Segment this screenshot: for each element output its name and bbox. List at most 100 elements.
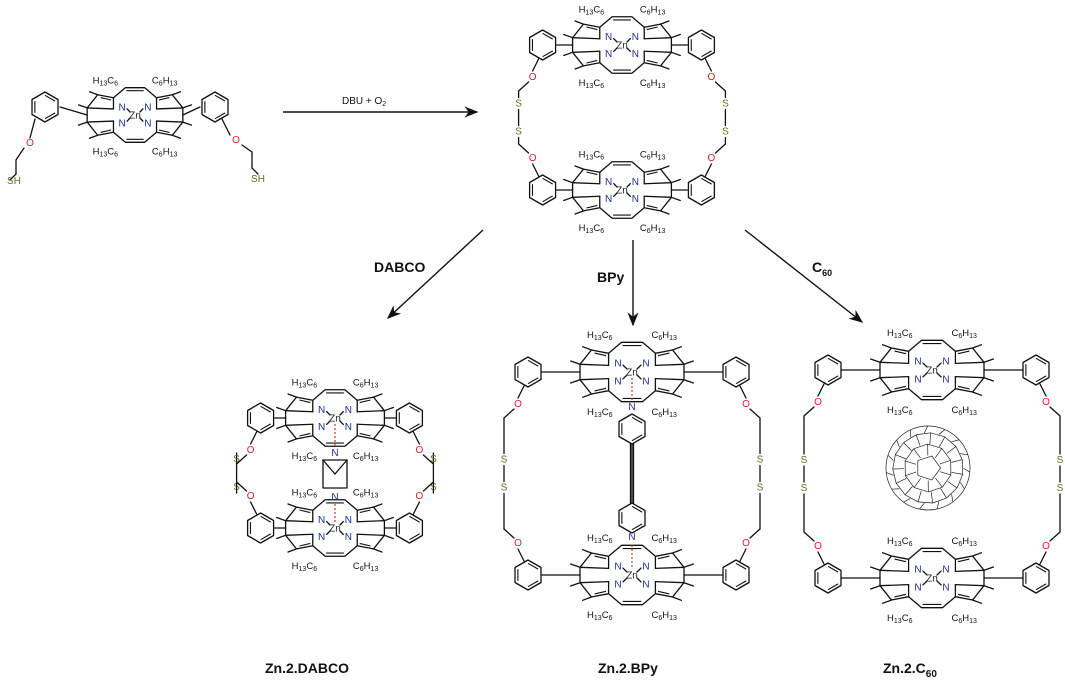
hexyl-label: H13C6	[292, 451, 318, 463]
bond	[904, 486, 913, 496]
bond	[517, 143, 530, 154]
bond	[935, 477, 943, 488]
bond	[586, 26, 598, 31]
hexyl-label: H13C6	[579, 150, 605, 162]
sulfur-atom: S	[757, 455, 764, 466]
hexyl-label: C6H13	[652, 610, 678, 622]
bond	[542, 32, 554, 40]
bond	[881, 552, 893, 557]
bond	[260, 423, 272, 431]
zinc-atom: Zn	[926, 366, 938, 377]
bond	[563, 178, 574, 184]
oxygen-atom: O	[26, 138, 34, 149]
bond	[158, 97, 170, 101]
bond	[954, 569, 985, 573]
bond	[581, 549, 593, 554]
bond	[613, 182, 618, 188]
nitrogen-atom: N	[331, 448, 338, 459]
bond	[155, 120, 184, 123]
bond	[622, 567, 628, 573]
phenyl-ring	[528, 174, 557, 206]
bond	[622, 364, 628, 370]
bond	[594, 555, 607, 560]
c60-arrow	[744, 229, 864, 323]
hexyl-label: C6H13	[353, 451, 379, 463]
bond	[542, 50, 554, 58]
bond	[260, 533, 272, 541]
hexyl-label: C6H13	[152, 146, 178, 158]
bond	[571, 37, 601, 40]
hexyl-label: H13C6	[579, 5, 605, 17]
bond	[827, 357, 839, 365]
bond	[88, 91, 99, 96]
bond	[221, 118, 231, 136]
phenyl-ring	[201, 91, 229, 123]
nitrogen-atom: N	[632, 32, 639, 43]
nitrogen-atom: N	[632, 49, 639, 60]
bond	[903, 442, 912, 451]
bond	[922, 372, 928, 378]
bond	[86, 107, 115, 110]
bond	[954, 375, 985, 379]
nitrogen-atom: N	[614, 359, 621, 370]
bond	[235, 454, 248, 465]
nitrogen-atom: N	[318, 422, 325, 433]
oxygen-atom: O	[232, 135, 240, 146]
zinc-atom: Zn	[329, 524, 341, 535]
bond	[383, 534, 394, 540]
bond	[983, 377, 995, 382]
bond	[29, 118, 36, 139]
bond	[579, 377, 610, 381]
nitrogen-atom: N	[942, 374, 949, 385]
bond	[276, 534, 287, 540]
sulfur-atom: S	[430, 454, 437, 465]
bond	[670, 51, 681, 57]
nitrogen-atom: N	[914, 582, 921, 593]
bond	[936, 580, 942, 586]
phenyl-ring	[618, 413, 646, 445]
bond	[896, 478, 907, 484]
bond	[939, 459, 951, 465]
bond	[284, 520, 314, 523]
bond	[657, 590, 670, 595]
zinc-atom: Zn	[626, 368, 638, 379]
bond	[957, 558, 970, 563]
bond	[409, 533, 420, 541]
bond	[643, 37, 673, 40]
bond	[683, 379, 695, 384]
bond	[409, 405, 420, 413]
bond	[594, 352, 607, 357]
bond	[915, 434, 921, 446]
bond	[287, 393, 298, 398]
bond	[951, 494, 954, 502]
bond	[636, 567, 642, 573]
bond	[339, 410, 344, 416]
sulfur-atom: S	[501, 483, 508, 494]
hexyl-label: C6H13	[640, 223, 666, 235]
bond	[356, 533, 386, 536]
oxygen-atom: O	[814, 397, 822, 408]
zinc-atom: Zn	[626, 571, 638, 582]
nitrogen-atom: N	[345, 515, 352, 526]
hexyl-label: H13C6	[579, 78, 605, 90]
bond	[659, 210, 670, 215]
bond	[817, 551, 825, 565]
bond	[249, 431, 258, 445]
fullerene-face	[892, 432, 964, 504]
bond	[59, 106, 88, 116]
sulfur-atom: S	[515, 99, 522, 110]
bond	[586, 204, 598, 209]
bond	[938, 429, 946, 435]
nitrogen-atom: N	[331, 492, 338, 503]
bond	[957, 385, 970, 390]
bond	[670, 178, 681, 184]
oxygen-atom: O	[514, 399, 522, 410]
bond	[913, 478, 922, 488]
bond	[636, 364, 642, 370]
nitrogen-atom: N	[605, 177, 612, 188]
bond	[326, 420, 331, 426]
bond	[503, 408, 515, 419]
